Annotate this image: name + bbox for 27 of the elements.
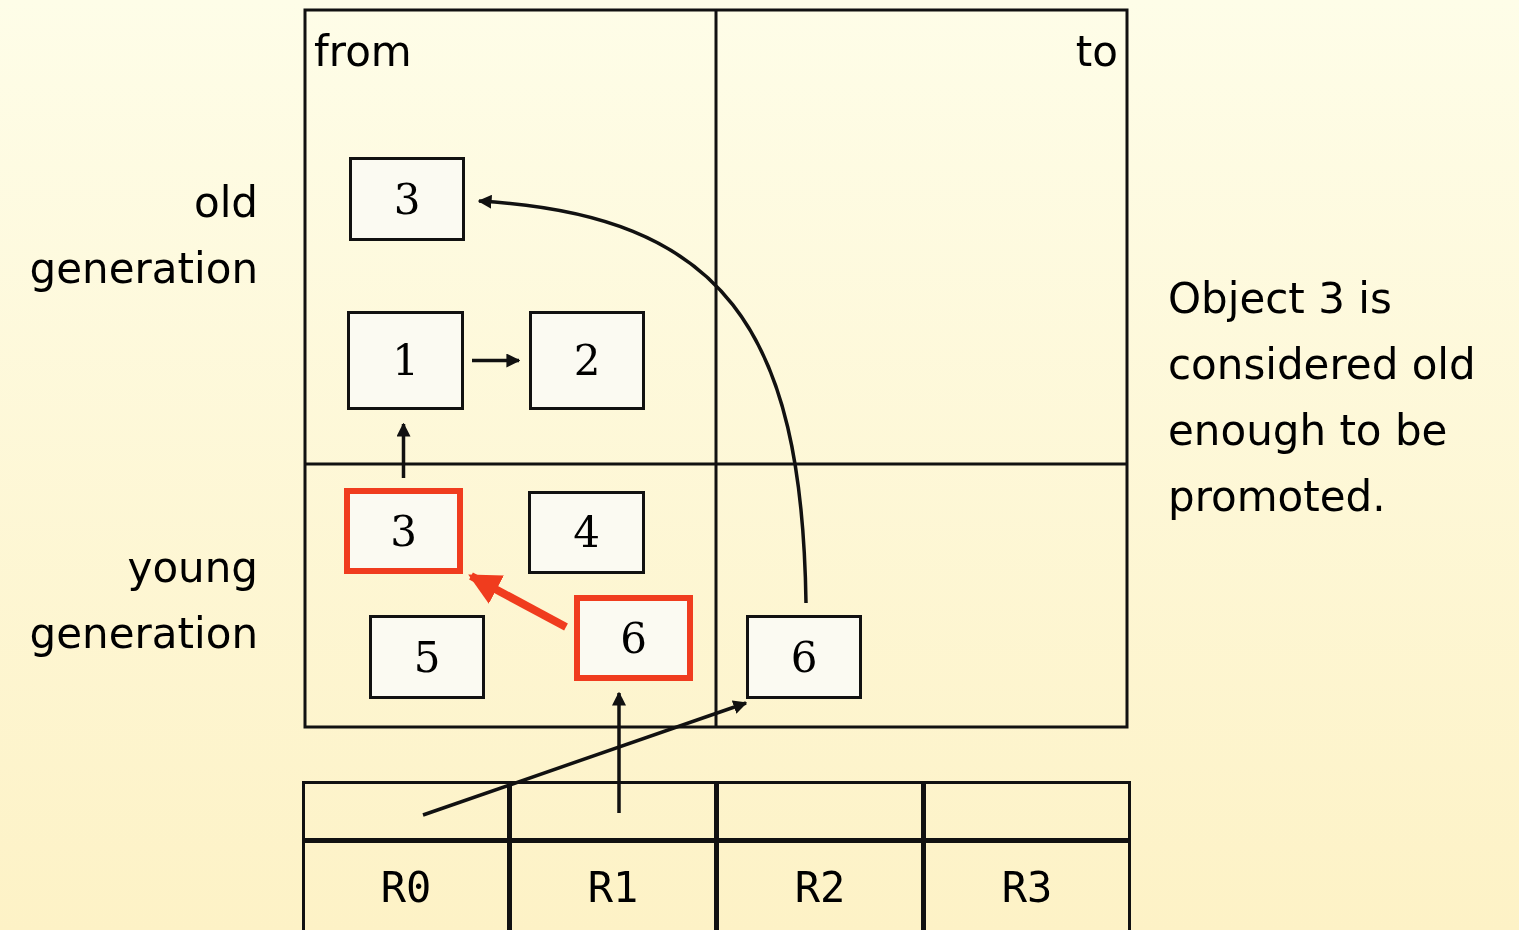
column-label: from — [314, 26, 413, 78]
column-label: to — [1074, 26, 1118, 78]
row-label: young generation — [28, 542, 258, 660]
row-label: old generation — [28, 177, 258, 295]
object-box: 1 — [347, 311, 464, 410]
object-box: 6 — [574, 595, 693, 681]
note-text: Object 3 is considered old enough to be promoted. — [1168, 273, 1477, 523]
object-box: 2 — [529, 311, 645, 410]
register-slot — [716, 781, 924, 841]
arrow — [468, 572, 568, 631]
register-cell: R0 — [302, 840, 510, 930]
register-cell: R2 — [716, 840, 924, 930]
object-box: 5 — [369, 615, 485, 699]
register-slot — [923, 781, 1131, 841]
register-cell: R1 — [509, 840, 717, 930]
object-box: 4 — [528, 491, 645, 574]
register-cell: R3 — [923, 840, 1131, 930]
arrow — [422, 700, 748, 817]
arrow — [612, 691, 626, 813]
object-box: 3 — [344, 488, 463, 574]
register-slot — [509, 781, 717, 841]
object-box: 6 — [746, 615, 862, 699]
register-slot — [302, 781, 510, 841]
object-box: 3 — [349, 157, 465, 241]
arrow — [477, 195, 808, 604]
arrow — [396, 422, 411, 478]
arrow — [472, 353, 521, 368]
